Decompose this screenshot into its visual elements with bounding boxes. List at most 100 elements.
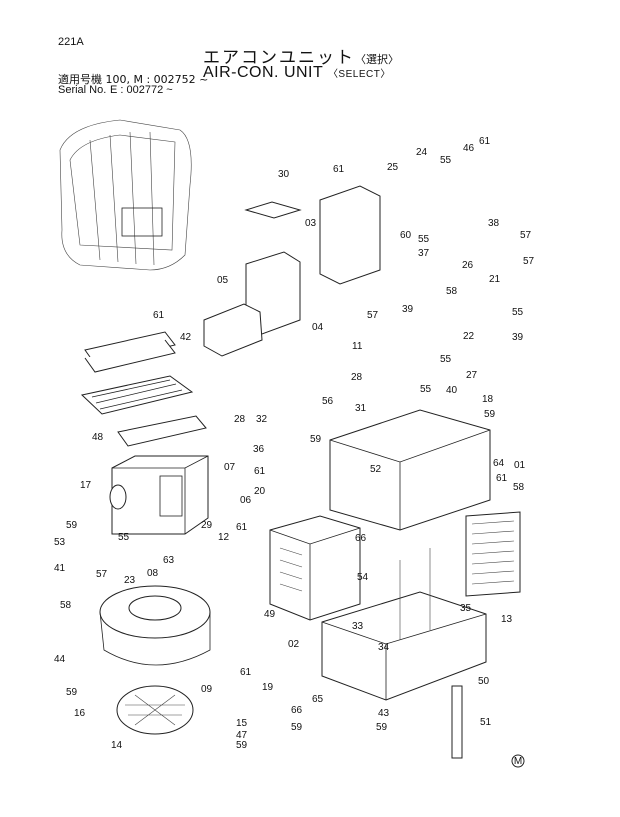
- part-label: 28: [351, 372, 363, 383]
- part-label: 57: [96, 569, 108, 580]
- part-label: 47: [236, 730, 248, 741]
- part-label: 59: [236, 740, 248, 751]
- mark-circle: [511, 754, 525, 768]
- part-label: 43: [378, 708, 390, 719]
- serial-jp-value: : 002752 ~: [146, 73, 209, 86]
- part-label: 60: [400, 230, 412, 241]
- upper-brackets: [203, 185, 381, 357]
- part-label: 09: [201, 684, 213, 695]
- part-label: 61: [479, 136, 491, 147]
- part-label: 64: [493, 458, 505, 469]
- part-label: 55: [118, 532, 130, 543]
- part-label: 11: [352, 341, 363, 352]
- part-label: 31: [355, 403, 367, 414]
- part-label: 05: [217, 275, 229, 286]
- part-label: 03: [305, 218, 317, 229]
- serial-en-value: : 002772 ~: [120, 84, 173, 96]
- select-jp-text: 〈選択〉: [355, 53, 399, 66]
- part-label: 20: [254, 486, 266, 497]
- part-label: 59: [376, 722, 388, 733]
- blower-motor: [116, 685, 194, 735]
- part-label: 02: [288, 639, 300, 650]
- part-label: 39: [512, 332, 524, 343]
- part-label: 24: [416, 147, 428, 158]
- part-label: 42: [180, 332, 192, 343]
- part-label: 50: [478, 676, 490, 687]
- part-label: 55: [440, 155, 452, 166]
- part-label: 57: [523, 256, 535, 267]
- part-label: 61: [153, 310, 165, 321]
- part-label: 26: [462, 260, 474, 271]
- part-label: 40: [446, 385, 458, 396]
- part-label: 30: [278, 169, 290, 180]
- part-label: 55: [440, 354, 452, 365]
- part-label: 04: [312, 322, 324, 333]
- part-label: 54: [357, 572, 369, 583]
- serial-row-en: Serial No.E : 002772 ~: [58, 84, 173, 96]
- part-label: 34: [378, 642, 390, 653]
- part-label: 59: [484, 409, 496, 420]
- mark-text: M: [514, 756, 522, 767]
- part-label: 61: [236, 522, 248, 533]
- heater-core: [465, 511, 521, 597]
- part-label: 66: [291, 705, 303, 716]
- part-label: 51: [480, 717, 492, 728]
- part-label: 06: [240, 495, 252, 506]
- cab-outline: [59, 119, 192, 271]
- lower-case: [321, 548, 487, 701]
- serial-en-label: Serial No.: [58, 84, 107, 96]
- blower-housing: [99, 585, 211, 666]
- part-label: 36: [253, 444, 265, 455]
- part-label: 57: [520, 230, 532, 241]
- part-label: 61: [333, 164, 345, 175]
- part-label: 55: [418, 234, 430, 245]
- page-code: 221A: [58, 36, 84, 48]
- part-label: 21: [489, 274, 501, 285]
- part-label: 33: [352, 621, 364, 632]
- part-label: 65: [312, 694, 324, 705]
- part-label: 38: [488, 218, 500, 229]
- evaporator-case: [269, 515, 361, 621]
- part-label: 58: [60, 600, 72, 611]
- serial-row-jp: 適用号機 100, M : 002752 ~: [58, 71, 208, 87]
- unit-housing: [329, 409, 491, 531]
- part-label: 19: [262, 682, 274, 693]
- part-label: 18: [482, 394, 494, 405]
- select-en-text: 〈SELECT〉: [327, 69, 391, 80]
- part-label: 32: [256, 414, 268, 425]
- part-label: 56: [322, 396, 334, 407]
- part-label: 25: [387, 162, 399, 173]
- part-label: 55: [512, 307, 524, 318]
- part-label: 27: [466, 370, 478, 381]
- part-label: 58: [446, 286, 458, 297]
- part-label: 13: [501, 614, 513, 625]
- part-label: 23: [124, 575, 136, 586]
- title-english: AIR-CON. UNIT 〈SELECT〉: [203, 64, 391, 82]
- part-label: 53: [54, 537, 66, 548]
- part-label: 55: [420, 384, 432, 395]
- part-label: 61: [496, 473, 508, 484]
- part-label: 28: [234, 414, 246, 425]
- part-label: 39: [402, 304, 414, 315]
- part-label: 57: [367, 310, 379, 321]
- part-label: 29: [201, 520, 213, 531]
- part-label: 37: [418, 248, 430, 259]
- part-label: 66: [355, 533, 367, 544]
- part-label: 41: [54, 563, 66, 574]
- part-label: 48: [92, 432, 104, 443]
- part-label: 12: [218, 532, 230, 543]
- part-label: 59: [310, 434, 322, 445]
- part-label: 61: [254, 466, 266, 477]
- part-label: 63: [163, 555, 175, 566]
- part-label: 01: [514, 460, 526, 471]
- title-japanese: エアコンユニット〈選択〉: [203, 43, 399, 68]
- part-label: 58: [513, 482, 525, 493]
- part-label: 52: [370, 464, 382, 475]
- title-jp-text: エアコンユニット: [203, 48, 355, 68]
- serial-en-model: E: [110, 84, 118, 96]
- serial-jp-label: 適用号機: [58, 73, 102, 86]
- part-label: 49: [264, 609, 276, 620]
- intake-box: [109, 455, 209, 535]
- part-label: 46: [463, 143, 475, 154]
